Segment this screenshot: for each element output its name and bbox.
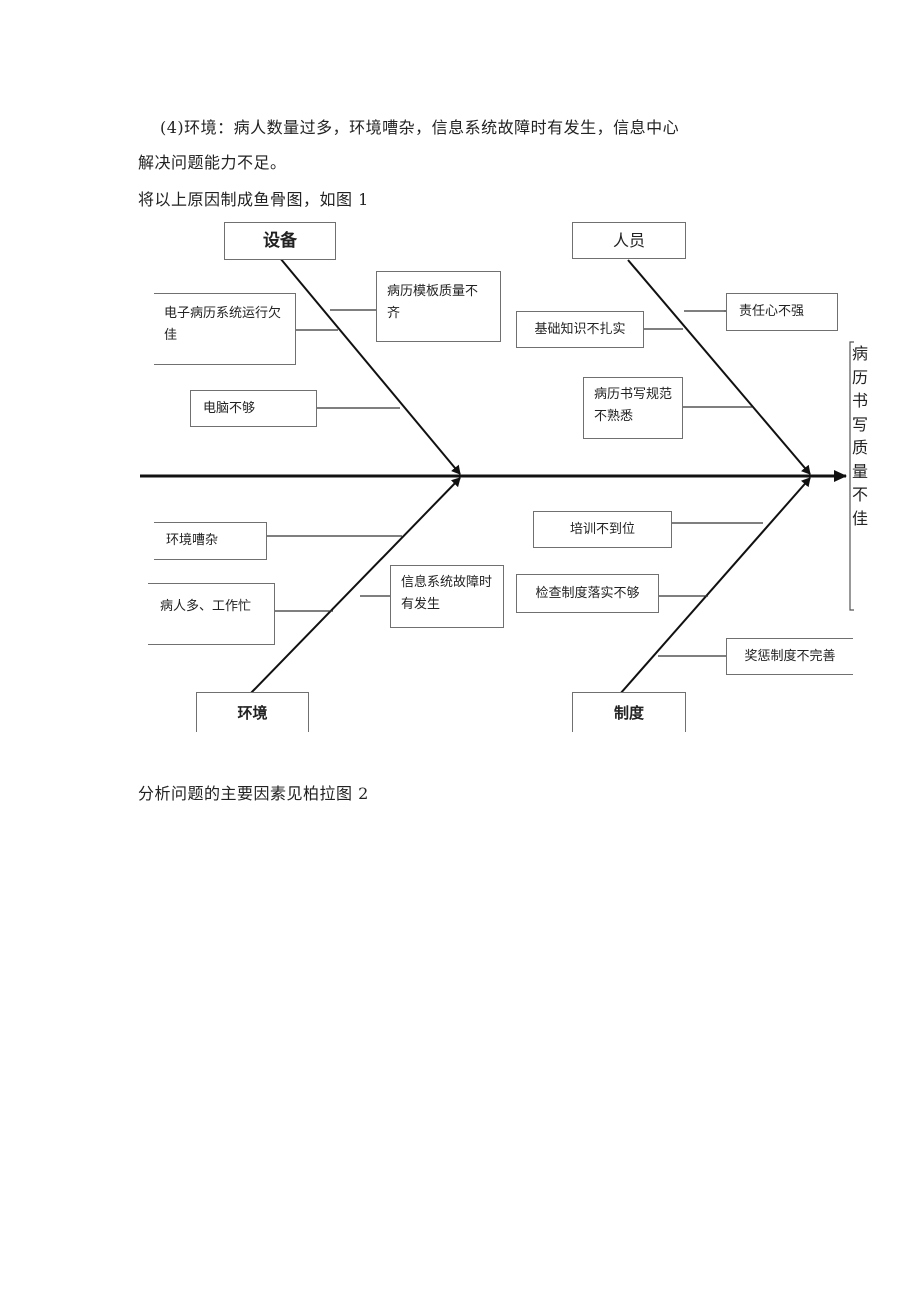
cause-computers: 电脑不够: [190, 390, 317, 427]
cause-training: 培训不到位: [533, 511, 672, 548]
category-personnel: 人员: [572, 222, 686, 259]
bone-system: [619, 477, 811, 695]
category-environment: 环境: [196, 692, 309, 732]
cause-busy-work: 病人多、工作忙: [148, 583, 275, 645]
bone-personnel: [627, 259, 811, 475]
category-equipment: 设备: [224, 222, 336, 260]
fishbone-lines: [140, 257, 854, 695]
cause-writing-norms: 病历书写规范不熟悉: [583, 377, 683, 439]
cause-inspection: 检查制度落实不够: [516, 574, 659, 613]
bone-environment: [249, 477, 461, 695]
cause-reward-punishment: 奖惩制度不完善: [726, 638, 853, 675]
cause-responsibility: 责任心不强: [726, 293, 838, 331]
cause-basic-knowledge: 基础知识不扎实: [516, 311, 644, 348]
effect-label: 病历书写质量不佳: [851, 344, 868, 528]
paragraph-pareto-intro: 分析问题的主要因素见柏拉图 2: [138, 784, 369, 803]
bone-equipment: [279, 257, 461, 475]
cause-emr-system: 电子病历系统运行欠佳: [154, 293, 296, 365]
cause-info-system-fault: 信息系统故障时有发生: [390, 565, 504, 628]
cause-template-quality: 病历模板质量不齐: [376, 271, 501, 342]
fishbone-diagram: 设备 人员 环境 制度 电子病历系统运行欠佳 病历模板质量不齐 电脑不够 责任心…: [138, 218, 868, 732]
paragraph-fishbone-intro: 将以上原因制成鱼骨图，如图 1: [138, 190, 369, 209]
paragraph-environment-line1: (4)环境：病人数量过多，环境嘈杂，信息系统故障时有发生，信息中心: [160, 118, 680, 137]
paragraph-environment-line2: 解决问题能力不足。: [138, 153, 287, 172]
cause-noisy-environment: 环境嘈杂: [154, 522, 267, 560]
category-system: 制度: [572, 692, 686, 732]
